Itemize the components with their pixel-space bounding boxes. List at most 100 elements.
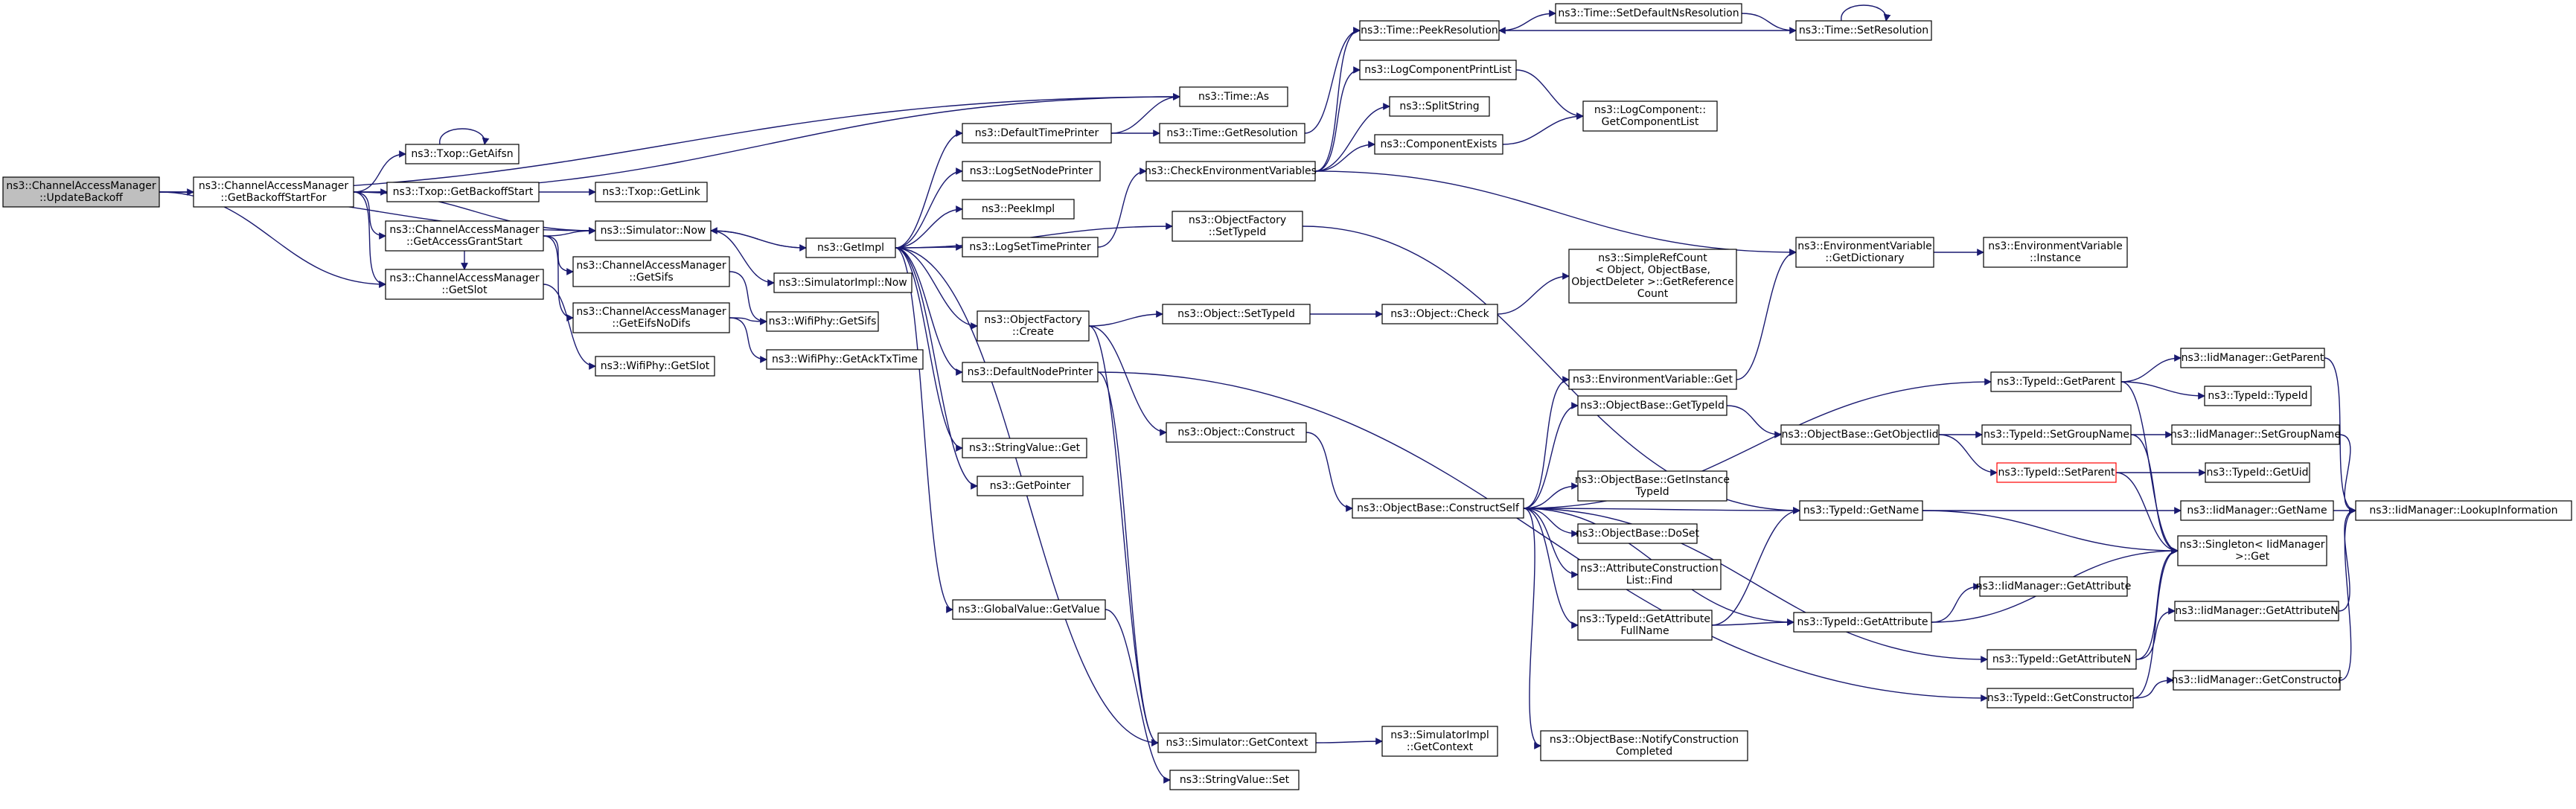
node-n18[interactable]: ns3::LogSetTimePrinter	[962, 237, 1099, 258]
node-n35[interactable]: ns3::ComponentExists	[1374, 134, 1503, 155]
node-box[interactable]	[386, 182, 540, 202]
node-box[interactable]	[1780, 424, 1940, 445]
node-n62[interactable]: ns3::TypeId::TypeId	[2204, 386, 2312, 406]
node-n19[interactable]: ns3::ObjectFactory::Create	[977, 310, 1090, 342]
node-n53[interactable]: ns3::TypeId::GetName	[1799, 500, 1923, 521]
node-box[interactable]	[962, 438, 1087, 458]
node-box[interactable]	[1166, 422, 1307, 443]
node-n24[interactable]: ns3::Time::As	[1179, 86, 1288, 107]
node-box[interactable]	[1374, 134, 1503, 155]
node-n17[interactable]: ns3::PeekImpl	[962, 199, 1075, 220]
node-n2[interactable]: ns3::Txop::GetAifsn	[405, 144, 520, 164]
node-n34[interactable]: ns3::SplitString	[1389, 96, 1490, 117]
node-box[interactable]	[2, 176, 160, 208]
node-box[interactable]	[2204, 386, 2312, 406]
node-n39[interactable]: ns3::Time::SetDefaultNsResolution	[1555, 3, 1742, 24]
node-box[interactable]	[962, 161, 1101, 182]
node-n51[interactable]: ns3::EnvironmentVariable::Instance	[1983, 237, 2128, 268]
node-n41[interactable]: ns3::LogComponent::GetComponentList	[1582, 100, 1718, 132]
node-box[interactable]	[1983, 237, 2128, 268]
node-box[interactable]	[1981, 424, 2132, 445]
node-n23[interactable]: ns3::GlobalValue::GetValue	[952, 599, 1106, 620]
node-box[interactable]	[2180, 348, 2325, 368]
node-box[interactable]	[595, 356, 715, 377]
node-box[interactable]	[1979, 576, 2128, 597]
node-n33[interactable]: ns3::LogComponentPrintList	[1359, 60, 1517, 80]
node-box[interactable]	[1359, 20, 1500, 41]
node-box[interactable]	[1568, 369, 1737, 390]
node-box[interactable]	[1540, 730, 1748, 761]
node-n64[interactable]: ns3::TypeId::GetUid	[2205, 462, 2310, 483]
node-box[interactable]	[1987, 688, 2134, 709]
node-n1[interactable]: ns3::ChannelAccessManager::GetBackoffSta…	[193, 176, 354, 208]
node-n63[interactable]: ns3::IidManager::SetGroupName	[2170, 424, 2341, 445]
node-box[interactable]	[1568, 249, 1737, 304]
node-box[interactable]	[2174, 601, 2339, 621]
node-box[interactable]	[766, 311, 879, 332]
node-n8[interactable]: ns3::ChannelAccessManager::GetSifs	[572, 256, 730, 287]
node-box[interactable]	[1145, 161, 1316, 182]
node-box[interactable]	[1169, 770, 1300, 790]
node-n13[interactable]: ns3::GetImpl	[805, 237, 896, 258]
node-n38[interactable]: ns3::SimulatorImpl::GetContext	[1381, 726, 1498, 757]
node-box[interactable]	[2355, 500, 2572, 521]
node-n21[interactable]: ns3::StringValue::Get	[962, 438, 1087, 458]
node-box[interactable]	[1582, 100, 1718, 132]
node-n60[interactable]: ns3::TypeId::GetConstructor	[1987, 688, 2134, 709]
node-n9[interactable]: ns3::ChannelAccessManager::GetEifsNoDifs	[572, 302, 730, 333]
node-n56[interactable]: ns3::TypeId::SetGroupName	[1981, 424, 2132, 445]
node-box[interactable]	[766, 349, 924, 370]
node-box[interactable]	[572, 302, 730, 333]
node-n52[interactable]: ns3::ObjectBase::GetObjectIid	[1780, 424, 1940, 445]
node-n25[interactable]: ns3::Time::GetResolution	[1159, 123, 1305, 144]
node-box[interactable]	[595, 220, 712, 241]
node-box[interactable]	[1990, 371, 2122, 392]
node-n57[interactable]: ns3::TypeId::SetParent	[1996, 462, 2117, 483]
node-box[interactable]	[1381, 726, 1498, 757]
node-box[interactable]	[1159, 123, 1305, 144]
node-n14[interactable]: ns3::SimulatorImpl::Now	[773, 272, 913, 293]
node-box[interactable]	[1389, 96, 1490, 117]
node-box[interactable]	[1577, 523, 1698, 544]
node-box[interactable]	[962, 123, 1112, 144]
node-box[interactable]	[1359, 60, 1517, 80]
node-box[interactable]	[977, 310, 1090, 342]
node-n5[interactable]: ns3::ChannelAccessManager::GetAccessGran…	[385, 220, 544, 252]
node-n3[interactable]: ns3::Txop::GetBackoffStart	[386, 182, 540, 202]
node-box[interactable]	[805, 237, 896, 258]
node-n46[interactable]: ns3::ObjectBase::DoSet	[1576, 523, 1699, 544]
node-box[interactable]	[1795, 20, 1932, 41]
node-box[interactable]	[385, 220, 544, 252]
node-box[interactable]	[952, 599, 1106, 620]
node-box[interactable]	[1179, 86, 1288, 107]
node-box[interactable]	[1352, 498, 1524, 519]
node-n44[interactable]: ns3::ObjectBase::GetTypeId	[1577, 395, 1728, 416]
node-n66[interactable]: ns3::IidManager::GetName	[2180, 500, 2334, 521]
node-box[interactable]	[2173, 670, 2341, 691]
node-box[interactable]	[773, 272, 913, 293]
node-box[interactable]	[2180, 500, 2334, 521]
node-box[interactable]	[962, 237, 1099, 258]
node-n6[interactable]: ns3::ChannelAccessManager::GetSlot	[385, 269, 544, 300]
node-box[interactable]	[405, 144, 520, 164]
node-n31[interactable]: ns3::StringValue::Set	[1169, 770, 1300, 790]
node-n43[interactable]: ns3::EnvironmentVariable::Get	[1568, 369, 1737, 390]
node-n16[interactable]: ns3::LogSetNodePrinter	[962, 161, 1101, 182]
node-box[interactable]	[595, 182, 708, 202]
node-box[interactable]	[1987, 649, 2137, 670]
node-n26[interactable]: ns3::CheckEnvironmentVariables	[1145, 161, 1317, 182]
node-n54[interactable]: ns3::TypeId::GetAttribute	[1793, 612, 1932, 633]
node-box[interactable]	[2205, 462, 2310, 483]
node-n36[interactable]: ns3::Object::Check	[1381, 304, 1498, 324]
node-box[interactable]	[193, 176, 354, 208]
node-n50[interactable]: ns3::EnvironmentVariable::GetDictionary	[1795, 237, 1934, 268]
node-box[interactable]	[1577, 559, 1722, 590]
node-n59[interactable]: ns3::TypeId::GetAttributeN	[1987, 649, 2137, 670]
node-box[interactable]	[1577, 395, 1728, 416]
node-n67[interactable]: ns3::IidManager::GetAttributeN	[2174, 601, 2339, 621]
node-box[interactable]	[1577, 610, 1713, 641]
node-n30[interactable]: ns3::Simulator::GetContext	[1157, 732, 1317, 753]
node-n61[interactable]: ns3::IidManager::GetParent	[2180, 348, 2325, 368]
node-n27[interactable]: ns3::ObjectFactory::SetTypeId	[1172, 211, 1303, 242]
